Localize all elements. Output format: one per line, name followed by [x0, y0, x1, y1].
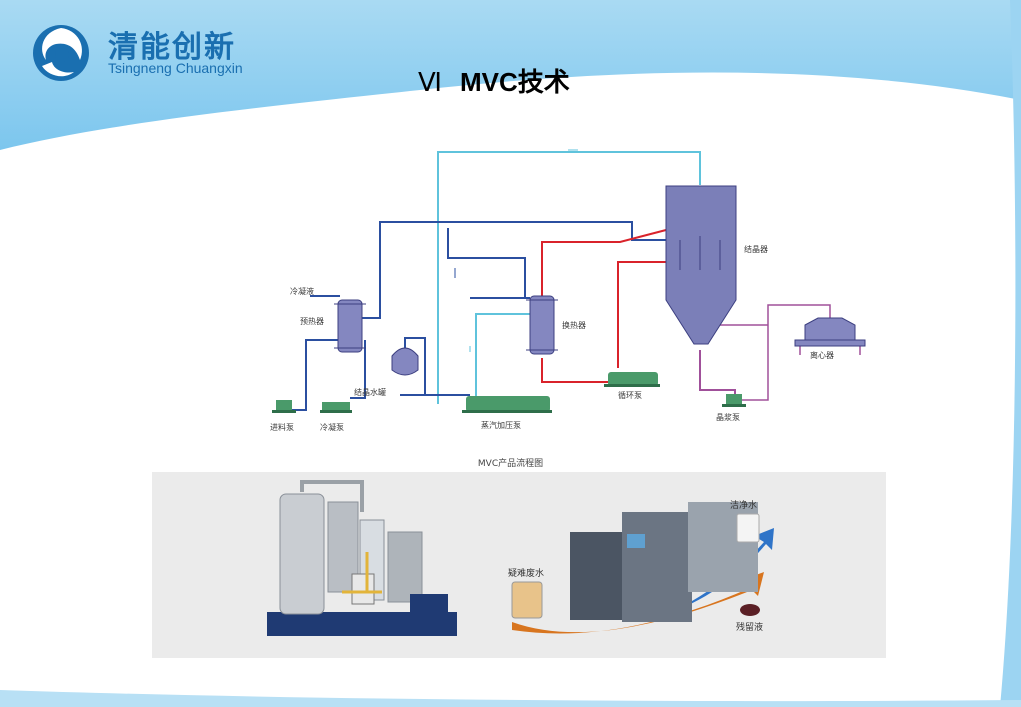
logo-english-name: Tsingneng Chuangxin	[108, 60, 243, 76]
circulation-pump-icon	[604, 372, 660, 387]
section-number: Ⅵ	[418, 68, 442, 97]
steam-return-line	[437, 151, 701, 404]
label-residue: 残留液	[736, 621, 763, 633]
label-centrifuge: 离心器	[810, 350, 834, 360]
steam-compressor-icon	[462, 396, 552, 413]
equipment-photos: 疑难废水 洁净水 残留液	[267, 480, 774, 636]
feed-pump-icon	[272, 400, 296, 413]
title-text: MVC技术	[459, 67, 570, 97]
crystallizer-vessel	[665, 185, 737, 345]
slurry-pump-icon	[722, 394, 746, 407]
circulation-red-line	[541, 229, 667, 300]
crystal-water-tank	[391, 347, 419, 376]
treatment-process-graphic	[511, 502, 774, 634]
label-slurry-pump: 晶浆泵	[716, 412, 740, 422]
label-clean-water: 洁净水	[730, 499, 757, 511]
label-condensate-pump: 冷凝泵	[320, 422, 344, 432]
label-hard-wastewater: 疑难废水	[508, 567, 544, 579]
label-feed-pump: 进料泵	[270, 422, 294, 432]
label-steam-compressor: 蒸汽加压泵	[481, 420, 521, 430]
label-heat-exchanger: 换热器	[562, 320, 586, 330]
preheater-vessel	[334, 299, 366, 353]
condensate-line	[350, 340, 366, 399]
feed-line	[290, 339, 340, 411]
page-title: Ⅵ MVC技术	[418, 62, 570, 99]
company-logo: 清能创新 Tsingneng Chuangxin	[28, 22, 268, 84]
label-circulation-pump: 循环泵	[618, 390, 642, 400]
mvc-equipment-photo	[267, 480, 457, 636]
label-crystal-tank: 结晶水罐	[354, 387, 386, 397]
heat-exchanger-vessel	[526, 295, 558, 355]
logo-swirl-icon	[33, 25, 89, 81]
centrifuge-unit	[794, 317, 866, 347]
label-preheater: 预热器	[300, 316, 324, 326]
compressor-line	[475, 313, 530, 404]
label-condensate: 冷凝液	[290, 286, 314, 296]
mvc-process-diagram: 冷凝液 预热器 结晶水罐 进料泵 冷凝泵 蒸汽加压泵 换热器 循环泵 结晶器 晶…	[270, 149, 866, 432]
condensate-pump-icon	[320, 402, 352, 413]
slurry-line	[699, 350, 736, 400]
product-photo-panel: 疑难废水 洁净水 残留液	[152, 472, 886, 658]
diagram-caption: MVC产品流程图	[477, 459, 544, 469]
label-crystallizer: 结晶器	[744, 244, 768, 254]
vapor-line	[379, 221, 700, 300]
logo-chinese-name: 清能创新	[108, 30, 236, 65]
